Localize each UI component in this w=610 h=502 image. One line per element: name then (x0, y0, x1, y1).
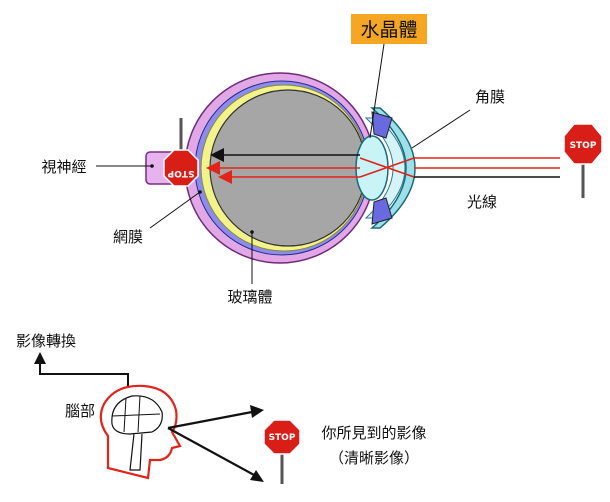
arrow-to-bottom (167, 427, 257, 477)
conversion-label: 影像轉換 (16, 332, 76, 350)
head-with-brain (99, 384, 182, 480)
arrowhead-top (250, 405, 264, 418)
arrow-to-top (167, 410, 253, 430)
brain-stem (129, 433, 143, 471)
conversion-arrowhead-up (34, 352, 46, 364)
optic-nerve-label: 視神經 (41, 158, 86, 176)
cornea-leader (411, 109, 471, 149)
vitreous-label: 玻璃體 (227, 288, 272, 306)
retina-leader (149, 191, 201, 229)
arrowhead-red-1 (206, 161, 220, 175)
brain-label: 腦部 (65, 402, 95, 420)
arrowhead-bottom (250, 470, 264, 482)
perceived-label-2: （清晰影像） (329, 449, 419, 467)
perceived-label-1: 你所見到的影像 (321, 424, 426, 442)
iris-upper (371, 111, 393, 139)
light-rays (206, 148, 560, 184)
stop-octagon-object (563, 123, 603, 165)
lens-leader (369, 43, 385, 139)
arrowhead-black (210, 148, 224, 162)
stop-sign-perceived: STOP (263, 419, 301, 484)
iris-lower (371, 197, 393, 225)
stop-octagon-perceived (263, 419, 301, 455)
retina-label: 網膜 (113, 228, 143, 246)
stop-text-object: STOP (570, 141, 597, 151)
stop-octagon-retina (163, 149, 199, 187)
arrowhead-red-2 (218, 170, 232, 184)
cornea-label: 角膜 (475, 88, 505, 106)
stop-text-perceived: STOP (269, 433, 296, 443)
stop-sign-object: STOP (563, 123, 603, 198)
cornea (370, 107, 416, 229)
ray-cross-2 (359, 157, 415, 178)
light-label: 光線 (467, 193, 497, 211)
lens-label: 水晶體 (360, 19, 417, 41)
stop-text-retina: STOP (167, 168, 194, 178)
stop-sign-retina: STOP (163, 149, 199, 187)
lens-label-highlight (351, 14, 427, 44)
